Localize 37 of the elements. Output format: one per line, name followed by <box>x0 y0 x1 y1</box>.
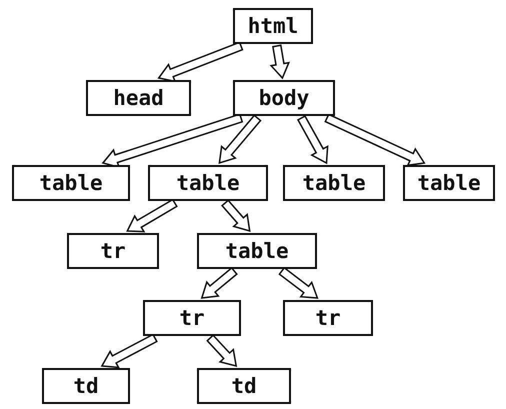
tag-name: tr <box>179 306 205 330</box>
tag-name: head <box>113 86 164 110</box>
tag-name: table <box>417 171 481 195</box>
tag-name: table <box>225 239 289 263</box>
tag-name: body <box>258 86 310 110</box>
tag-box <box>67 233 159 269</box>
arrow <box>270 44 290 80</box>
tag-box <box>233 80 335 116</box>
arrow <box>200 266 238 299</box>
tag-box <box>148 165 268 201</box>
tag-name: tr <box>100 239 126 263</box>
tag-box <box>12 165 130 201</box>
tag-box <box>143 300 241 336</box>
arrow <box>278 266 318 299</box>
tag-name: html <box>248 14 298 38</box>
tag-box <box>403 165 495 201</box>
arrow <box>157 41 244 82</box>
tag-box <box>233 8 313 44</box>
arrow <box>324 113 426 166</box>
tag-name: table <box>302 171 366 195</box>
tag-name: td <box>231 374 257 398</box>
tag-name: table <box>176 171 240 195</box>
arrow <box>296 115 328 164</box>
tag-box <box>197 368 291 404</box>
arrow <box>206 334 238 368</box>
tag-box <box>42 368 130 404</box>
tag-box <box>283 165 385 201</box>
arrow <box>218 114 262 164</box>
arrow <box>221 199 251 232</box>
tag-name: tr <box>315 306 341 330</box>
tag-box <box>283 300 373 336</box>
tag-name: td <box>73 374 99 398</box>
tag-box <box>86 80 191 116</box>
tag-name: table <box>39 171 103 195</box>
tag-box <box>197 233 317 269</box>
arrow <box>126 198 178 232</box>
arrow <box>100 334 158 368</box>
